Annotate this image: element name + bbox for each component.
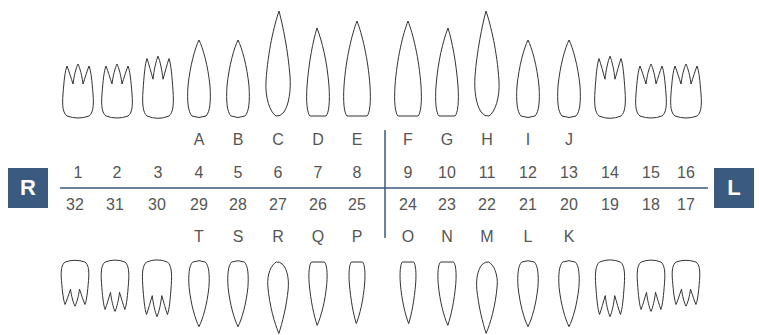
tooth-number: 26 bbox=[309, 195, 327, 215]
tooth-number: 2 bbox=[113, 163, 122, 183]
tooth bbox=[349, 262, 365, 324]
primary-tooth-letter: B bbox=[233, 130, 244, 150]
tooth-number: 18 bbox=[642, 195, 660, 215]
tooth bbox=[517, 40, 540, 118]
tooth-number: 1 bbox=[74, 163, 83, 183]
tooth-number: 14 bbox=[601, 163, 619, 183]
primary-tooth-letter: O bbox=[402, 227, 414, 247]
tooth bbox=[672, 260, 700, 306]
tooth bbox=[309, 262, 327, 325]
lower-teeth bbox=[61, 260, 700, 334]
tooth-number: 28 bbox=[229, 195, 247, 215]
primary-tooth-letter: C bbox=[272, 130, 284, 150]
tooth-number: 16 bbox=[677, 163, 695, 183]
tooth bbox=[344, 21, 371, 116]
tooth-number: 9 bbox=[404, 163, 413, 183]
tooth-number: 12 bbox=[519, 163, 537, 183]
tooth bbox=[595, 260, 624, 317]
tooth-number: 15 bbox=[642, 163, 660, 183]
primary-tooth-letter: N bbox=[441, 227, 453, 247]
tooth bbox=[101, 260, 129, 311]
primary-tooth-letter: A bbox=[194, 130, 205, 150]
tooth-number: 23 bbox=[438, 195, 456, 215]
side-marker-box: R bbox=[8, 168, 48, 208]
primary-tooth-letter: H bbox=[481, 130, 493, 150]
tooth bbox=[477, 262, 498, 334]
primary-tooth-letter: E bbox=[352, 130, 363, 150]
primary-tooth-letter: K bbox=[564, 227, 575, 247]
primary-tooth-letter: M bbox=[480, 227, 493, 247]
tooth-number: 8 bbox=[353, 163, 362, 183]
tooth bbox=[143, 56, 174, 118]
tooth bbox=[671, 64, 702, 118]
tooth bbox=[558, 40, 581, 118]
midline-horizontal bbox=[60, 187, 708, 189]
tooth bbox=[518, 261, 538, 327]
tooth bbox=[637, 260, 665, 311]
tooth-number: 17 bbox=[677, 195, 695, 215]
side-letter: L bbox=[727, 175, 740, 201]
primary-tooth-letter: T bbox=[194, 227, 204, 247]
primary-tooth-letter: Q bbox=[312, 227, 324, 247]
tooth bbox=[307, 28, 330, 116]
tooth-number: 11 bbox=[479, 163, 496, 183]
tooth-number: 3 bbox=[154, 163, 163, 183]
tooth bbox=[189, 261, 209, 327]
upper-teeth bbox=[63, 11, 702, 118]
primary-tooth-letter: L bbox=[524, 227, 533, 247]
tooth-number: 20 bbox=[560, 195, 578, 215]
tooth bbox=[61, 260, 89, 306]
tooth-number: 5 bbox=[234, 163, 243, 183]
tooth-number: 25 bbox=[348, 195, 366, 215]
tooth bbox=[559, 261, 579, 327]
tooth-number: 30 bbox=[148, 195, 166, 215]
tooth-number: 10 bbox=[438, 163, 456, 183]
tooth bbox=[266, 11, 290, 116]
tooth-number: 21 bbox=[519, 195, 537, 215]
tooth bbox=[188, 40, 211, 118]
tooth bbox=[475, 11, 499, 116]
tooth-number: 13 bbox=[560, 163, 578, 183]
tooth bbox=[395, 21, 422, 116]
primary-tooth-letter: G bbox=[441, 130, 453, 150]
tooth-number: 7 bbox=[314, 163, 323, 183]
tooth-number: 22 bbox=[478, 195, 496, 215]
primary-tooth-letter: F bbox=[403, 130, 413, 150]
primary-tooth-letter: D bbox=[312, 130, 324, 150]
tooth bbox=[400, 262, 416, 324]
tooth bbox=[102, 64, 133, 118]
primary-tooth-letter: J bbox=[565, 130, 573, 150]
tooth-number: 19 bbox=[601, 195, 619, 215]
tooth bbox=[438, 262, 456, 325]
tooth-number: 24 bbox=[399, 195, 417, 215]
side-letter: R bbox=[20, 175, 36, 201]
tooth bbox=[636, 64, 667, 118]
tooth bbox=[595, 56, 626, 118]
midline-vertical bbox=[384, 130, 386, 238]
tooth-number: 29 bbox=[190, 195, 208, 215]
tooth bbox=[436, 28, 459, 116]
tooth-number: 32 bbox=[66, 195, 84, 215]
tooth bbox=[228, 261, 248, 327]
tooth-number: 27 bbox=[269, 195, 287, 215]
primary-tooth-letter: R bbox=[272, 227, 284, 247]
side-marker-box: L bbox=[714, 168, 754, 208]
tooth bbox=[142, 260, 171, 317]
tooth bbox=[227, 40, 250, 118]
tooth bbox=[268, 262, 289, 334]
tooth-number: 6 bbox=[274, 163, 283, 183]
primary-tooth-letter: S bbox=[233, 227, 244, 247]
tooth-number: 31 bbox=[106, 195, 124, 215]
tooth bbox=[63, 64, 94, 118]
primary-tooth-letter: P bbox=[352, 227, 363, 247]
primary-tooth-letter: I bbox=[526, 130, 530, 150]
tooth-number: 4 bbox=[195, 163, 204, 183]
